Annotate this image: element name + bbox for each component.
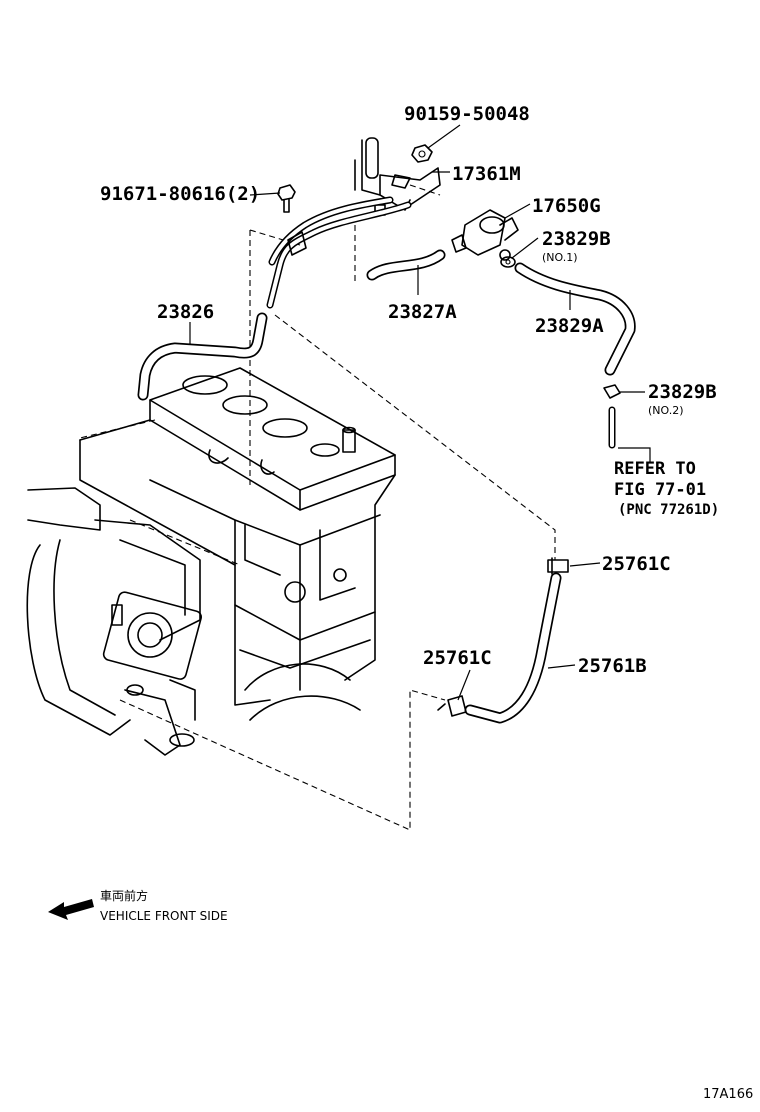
label-23829b-no1-sub: (NO.1)	[542, 251, 578, 264]
label-23826: 23826	[157, 301, 214, 323]
label-23829b-no2-sub: (NO.2)	[648, 404, 684, 417]
nut-90159	[411, 144, 433, 163]
label-90159-50048: 90159-50048	[404, 103, 530, 125]
part-labels: 90159-50048 17361M 91671-80616(2) 17650G…	[100, 103, 717, 677]
label-23829a: 23829A	[535, 315, 604, 337]
leader-lines	[189, 124, 651, 701]
clamp-25761c-top	[547, 557, 569, 575]
hose-23829a	[514, 262, 636, 376]
refer-line-2: FIG 77-01	[614, 480, 706, 500]
direction-japanese: 車両前方	[100, 888, 148, 903]
vacuum-pipe	[266, 196, 412, 309]
refer-line-3: (PNC 77261D)	[618, 502, 719, 518]
refer-note: REFER TO FIG 77-01 (PNC 77261D)	[614, 459, 719, 518]
label-25761b: 25761B	[578, 655, 647, 677]
label-23829b-no1: 23829B	[542, 228, 611, 250]
label-23829b-no2: 23829B	[648, 381, 717, 403]
refer-line-1: REFER TO	[614, 459, 696, 479]
arrow-left-icon	[48, 899, 94, 920]
label-17361m: 17361M	[452, 163, 521, 185]
direction-english: VEHICLE FRONT SIDE	[100, 909, 228, 923]
hose-23826	[137, 312, 268, 401]
hose-25761b	[464, 572, 562, 724]
label-25761c-mid: 25761C	[423, 647, 492, 669]
vsv-17650g	[451, 209, 519, 261]
clip-23829b-no1	[500, 256, 516, 268]
reference-lines	[79, 184, 556, 831]
label-23827a: 23827A	[388, 301, 457, 323]
label-25761c-top: 25761C	[602, 553, 671, 575]
vehicle-front-indicator: 車両前方 VEHICLE FRONT SIDE	[48, 888, 228, 923]
label-91671-80616: 91671-80616(2)	[100, 183, 260, 205]
clamp-25761c-mid	[437, 695, 467, 717]
hose-23827a	[366, 249, 446, 281]
figure-code: 17A166	[703, 1087, 753, 1102]
engine-block	[26, 367, 396, 756]
clip-23829b-no2	[603, 384, 621, 399]
bolt-91671	[277, 184, 296, 213]
label-17650g: 17650G	[532, 195, 601, 217]
